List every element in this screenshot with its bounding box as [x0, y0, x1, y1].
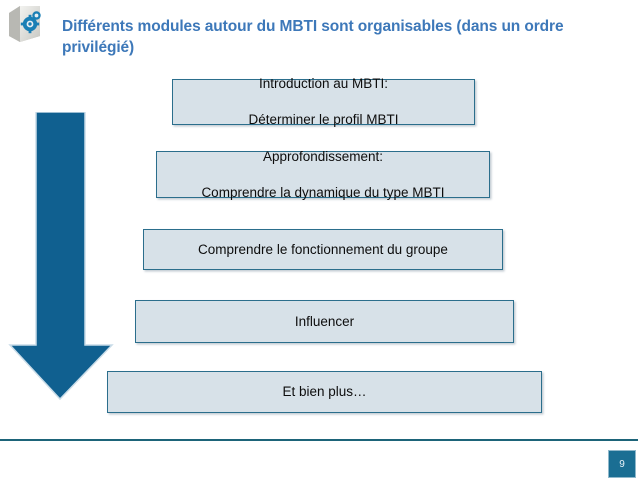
module-box-et-bien-plus[interactable]: Et bien plus… [107, 371, 542, 413]
page-number-badge: 9 [608, 450, 636, 478]
module-box-introduction[interactable]: Introduction au MBTI: Déterminer le prof… [172, 76, 475, 127]
module-box-line1: Approfondissement: [262, 148, 384, 164]
module-box-line1: Comprendre le fonctionnement du groupe [198, 241, 448, 257]
gear-cube-icon [6, 3, 46, 45]
module-box-line2: Déterminer le profil MBTI [248, 112, 399, 127]
module-box-approfondissement[interactable]: Approfondissement: Comprendre la dynamiq… [156, 148, 490, 200]
module-box-line1: Influencer [294, 313, 355, 329]
footer-divider [0, 439, 638, 441]
module-box-influencer[interactable]: Influencer [135, 300, 514, 343]
slide-title: Différents modules autour du MBTI sont o… [62, 18, 564, 56]
down-arrow-icon [8, 111, 116, 402]
module-box-line1: Introduction au MBTI: [258, 76, 389, 91]
module-box-line1: Et bien plus… [282, 384, 367, 399]
module-box-fonctionnement-groupe[interactable]: Comprendre le fonctionnement du groupe [143, 229, 503, 270]
module-box-line2: Comprendre la dynamique du type MBTI [201, 184, 445, 200]
